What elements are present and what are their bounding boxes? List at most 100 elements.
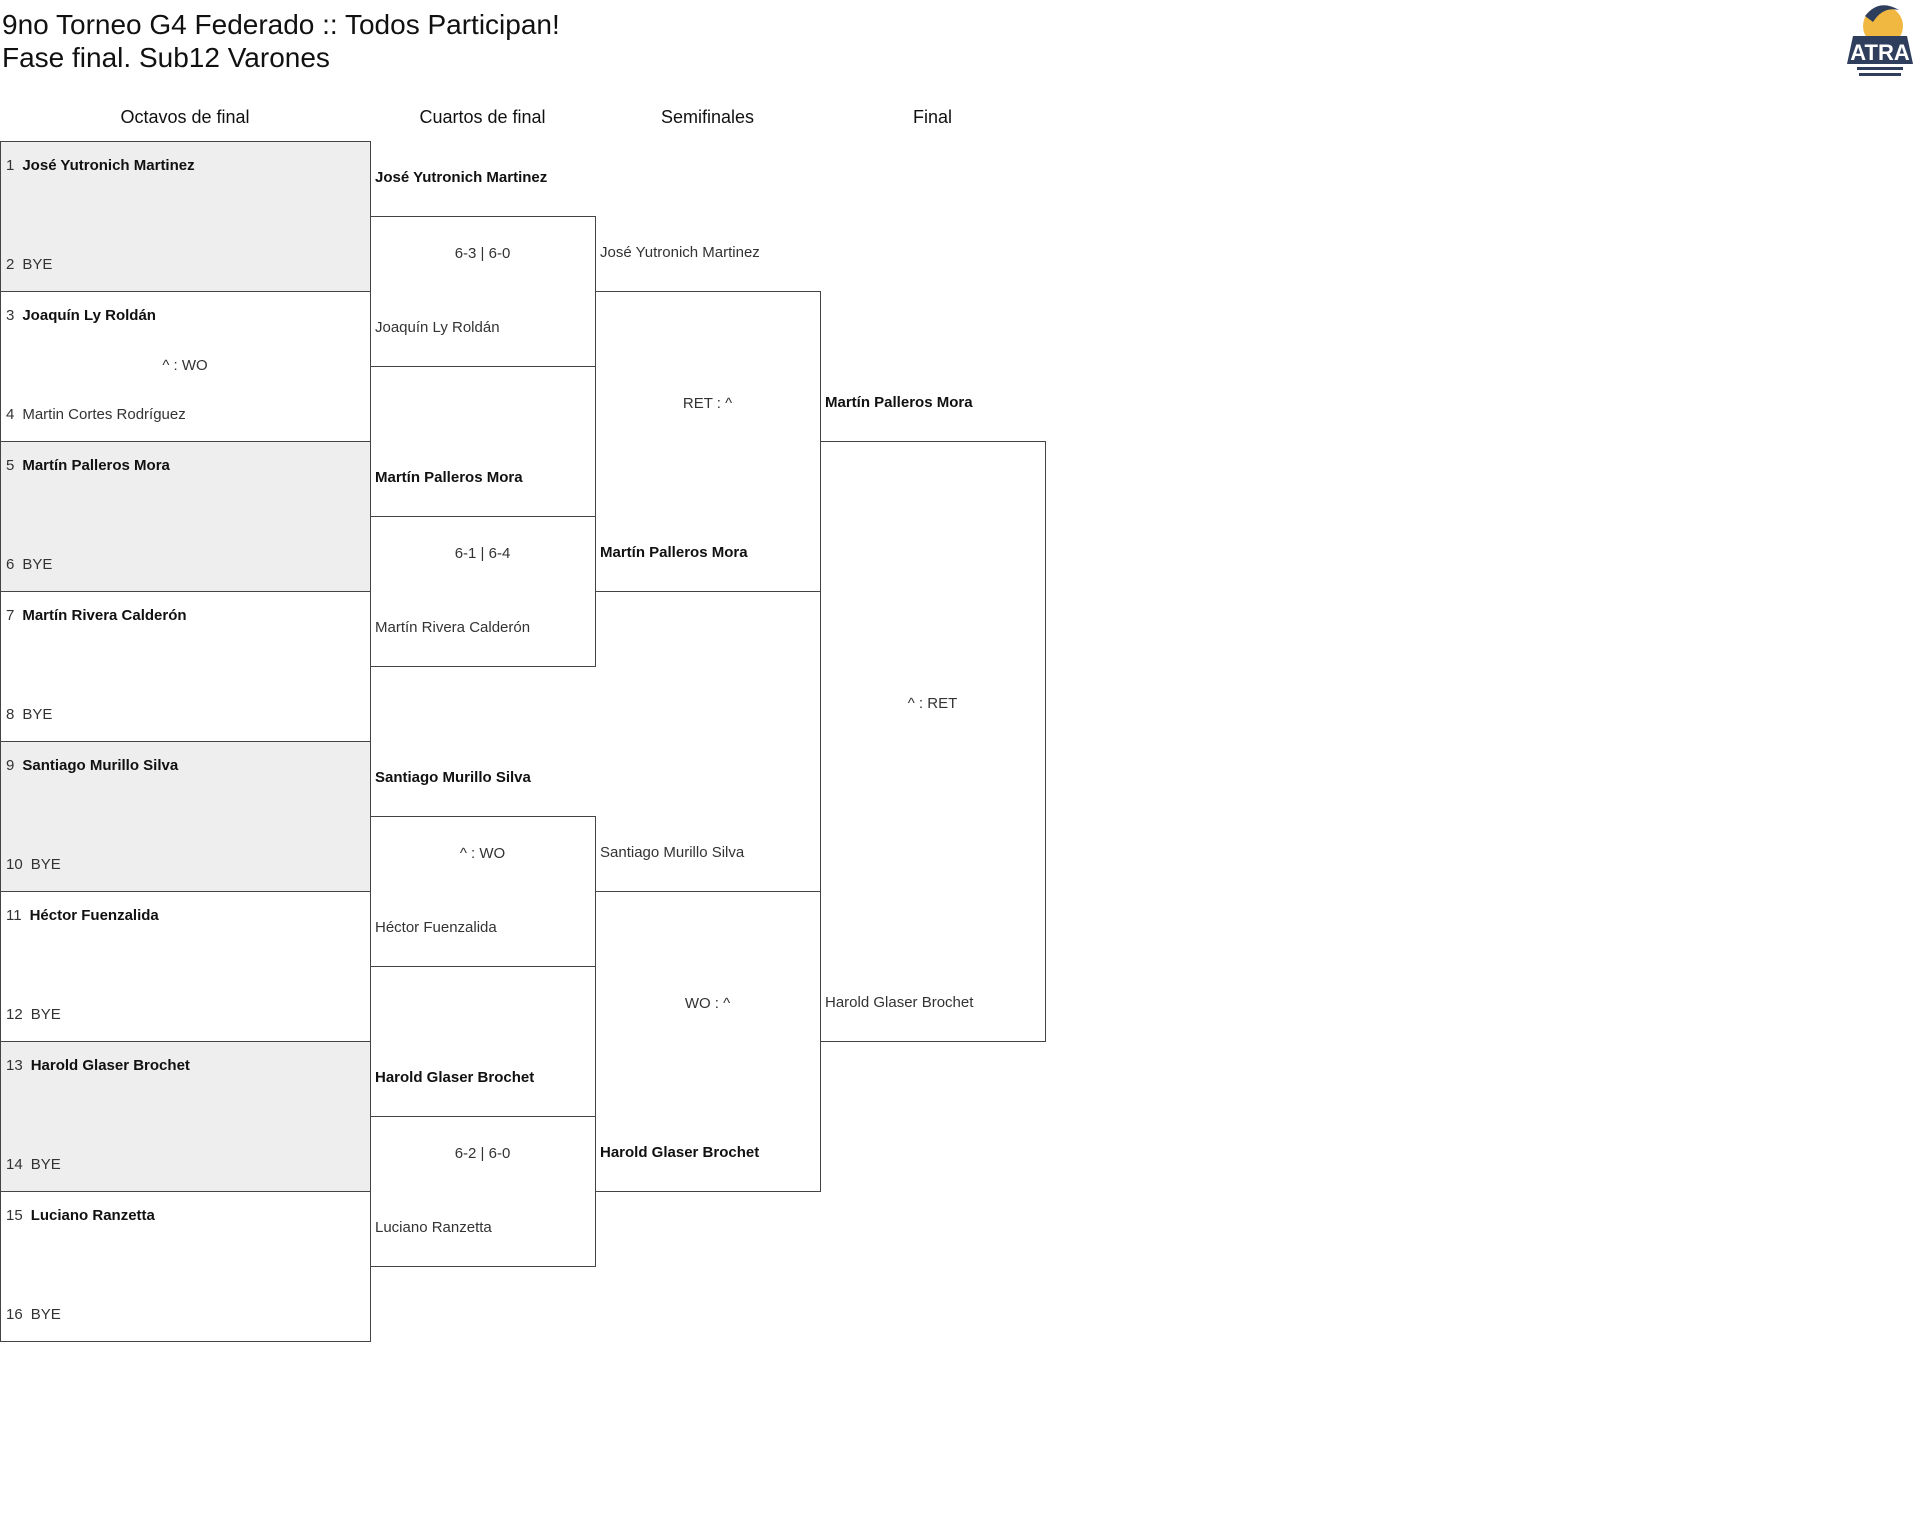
player-top: 7 Martín Rivera Calderón (6, 606, 187, 626)
player-name: Santiago Murillo Silva (375, 769, 531, 786)
player-top: 13 Harold Glaser Brochet (6, 1056, 190, 1076)
page-subtitle: Fase final. Sub12 Varones (2, 42, 330, 73)
player-top: Martín Palleros Mora (375, 468, 523, 488)
player-name: Harold Glaser Brochet (825, 994, 974, 1011)
player-name: Harold Glaser Brochet (600, 1144, 760, 1161)
player-top: 15 Luciano Ranzetta (6, 1206, 155, 1226)
round-header: Semifinales (660, 107, 755, 127)
player-name: Héctor Fuenzalida (375, 919, 497, 936)
player-bottom: Martín Palleros Mora (600, 543, 748, 563)
player-name: Martín Palleros Mora (600, 544, 748, 561)
match-box (370, 1116, 596, 1267)
match-score: 6-1 | 6-4 (454, 545, 511, 562)
player-top: 3 Joaquín Ly Roldán (6, 306, 156, 326)
player-top: 9 Santiago Murillo Silva (6, 756, 178, 776)
player-name: Santiago Murillo Silva (600, 844, 745, 861)
player-name: Martin Cortes Rodríguez (22, 406, 186, 423)
seed-number: 4 (6, 406, 15, 423)
player-name: Martín Rivera Calderón (22, 607, 187, 624)
round-header: Cuartos de final (419, 107, 546, 127)
player-name: Luciano Ranzetta (375, 1219, 492, 1236)
player-name: José Yutronich Martinez (22, 157, 195, 174)
match-box (370, 516, 596, 667)
seed-number: 13 (6, 1057, 23, 1074)
player-bottom: Héctor Fuenzalida (375, 918, 497, 938)
match-box (0, 1041, 371, 1192)
match-box (0, 741, 371, 892)
match-box (370, 216, 596, 367)
player-name: Harold Glaser Brochet (30, 1057, 190, 1074)
seed-number: 14 (6, 1156, 23, 1173)
player-top: Santiago Murillo Silva (375, 768, 531, 788)
player-bottom: Harold Glaser Brochet (825, 993, 973, 1013)
page-title: 9no Torneo G4 Federado :: Todos Particip… (2, 9, 560, 40)
player-name: Santiago Murillo Silva (22, 757, 179, 774)
player-bottom: 12 BYE (6, 1005, 61, 1025)
player-bottom: 10 BYE (6, 855, 61, 875)
seed-number: 8 (6, 706, 15, 723)
player-top: 1 José Yutronich Martinez (6, 156, 195, 176)
player-name: Luciano Ranzetta (30, 1207, 155, 1224)
match-score: WO : ^ (684, 995, 731, 1012)
seed-number: 16 (6, 1306, 23, 1323)
seed-number: 11 (6, 907, 22, 924)
player-name: BYE (30, 1306, 61, 1323)
player-bottom: Harold Glaser Brochet (600, 1143, 759, 1163)
match-score: ^ : RET (907, 695, 958, 712)
player-bottom: Joaquín Ly Roldán (375, 318, 500, 338)
player-bottom: 4 Martin Cortes Rodríguez (6, 405, 186, 425)
player-bottom: 2 BYE (6, 255, 52, 275)
player-name: Héctor Fuenzalida (29, 907, 159, 924)
player-top: 11 Héctor Fuenzalida (6, 906, 159, 926)
player-top: 5 Martín Palleros Mora (6, 456, 170, 476)
match-score: ^ : WO (459, 845, 506, 862)
match-box (0, 141, 371, 292)
match-box (0, 1191, 371, 1342)
seed-number: 3 (6, 307, 15, 324)
match-box (0, 441, 371, 592)
player-name: BYE (30, 856, 61, 873)
player-name: Martín Palleros Mora (375, 469, 523, 486)
player-name: Martín Palleros Mora (22, 457, 170, 474)
match-box (0, 591, 371, 742)
seed-number: 12 (6, 1006, 23, 1023)
player-name: BYE (30, 1156, 61, 1173)
player-bottom: Martín Rivera Calderón (375, 618, 530, 638)
player-bottom: 14 BYE (6, 1155, 61, 1175)
round-header: Final (912, 107, 953, 127)
match-box (820, 441, 1046, 1042)
player-name: Joaquín Ly Roldán (22, 307, 156, 324)
player-name: BYE (22, 706, 53, 723)
seed-number: 9 (6, 757, 15, 774)
match-box (0, 291, 371, 442)
seed-number: 5 (6, 457, 15, 474)
player-name: Harold Glaser Brochet (375, 1069, 535, 1086)
seed-number: 15 (6, 1207, 23, 1224)
player-name: Martín Rivera Calderón (375, 619, 531, 636)
player-name: BYE (30, 1006, 61, 1023)
player-name: José Yutronich Martinez (375, 169, 548, 186)
player-top: Santiago Murillo Silva (600, 843, 744, 863)
match-box (0, 891, 371, 1042)
player-top: Harold Glaser Brochet (375, 1068, 534, 1088)
atra-logo: ATRA (1843, 2, 1917, 82)
seed-number: 2 (6, 256, 15, 273)
match-score: 6-2 | 6-0 (454, 1145, 511, 1162)
seed-number: 1 (6, 157, 15, 174)
player-name: BYE (22, 256, 53, 273)
player-name: José Yutronich Martinez (600, 244, 760, 261)
round-header: Octavos de final (120, 107, 250, 127)
player-name: Martín Palleros Mora (825, 394, 973, 411)
player-top: José Yutronich Martinez (375, 168, 547, 188)
seed-number: 10 (6, 856, 23, 873)
player-top: Martín Palleros Mora (825, 393, 973, 413)
player-name: Joaquín Ly Roldán (375, 319, 500, 336)
player-bottom: 8 BYE (6, 705, 52, 725)
svg-text:ATRA: ATRA (1850, 40, 1910, 65)
seed-number: 7 (6, 607, 15, 624)
player-name: BYE (22, 556, 53, 573)
player-bottom: Luciano Ranzetta (375, 1218, 492, 1238)
match-box (370, 816, 596, 967)
match-score: RET : ^ (682, 395, 733, 412)
